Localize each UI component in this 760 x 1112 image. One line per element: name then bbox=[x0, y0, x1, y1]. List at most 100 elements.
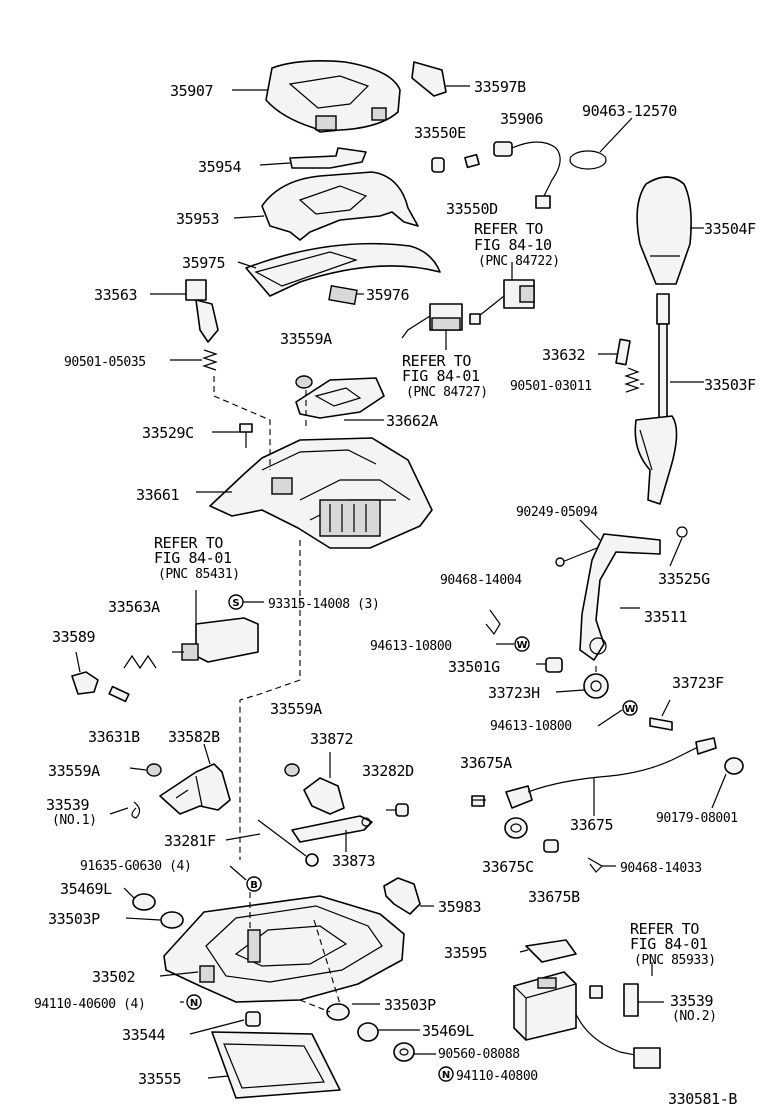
part-33589-drawing bbox=[71, 651, 99, 695]
label-94613-10800-a: 94613-10800 bbox=[370, 639, 452, 654]
label-90463-12570: 90463-12570 bbox=[582, 102, 677, 120]
label-33550d: 33550D bbox=[446, 200, 498, 218]
label-35906: 35906 bbox=[500, 110, 544, 128]
label-33559a-left: 33559A bbox=[48, 762, 100, 780]
part-90560-08088-drawing bbox=[393, 1042, 415, 1062]
label-33675b: 33675B bbox=[528, 888, 580, 906]
part-90501-03011-drawing bbox=[624, 367, 640, 393]
part-35954-drawing bbox=[289, 147, 367, 169]
label-93315-14008: 93315-14008 (3) bbox=[268, 597, 379, 612]
label-33582b: 33582B bbox=[168, 728, 220, 746]
part-33550d-drawing bbox=[464, 153, 480, 169]
symbol-markers: S W W B N N bbox=[186, 594, 638, 1082]
part-35906-drawing bbox=[493, 141, 561, 209]
part-33662a-drawing bbox=[295, 377, 385, 419]
n-symbol-icon bbox=[438, 1066, 454, 1082]
w-symbol-icon bbox=[514, 636, 530, 652]
label-33501g: 33501G bbox=[448, 658, 500, 676]
label-33723f: 33723F bbox=[672, 674, 724, 692]
label-33559a-mid: 33559A bbox=[270, 700, 322, 718]
label-33597b: 33597B bbox=[474, 78, 526, 96]
part-33631b-drawing bbox=[108, 685, 130, 703]
label-33675a: 33675A bbox=[460, 754, 512, 772]
ref-84727-line3: (PNC 84727) bbox=[406, 385, 488, 400]
part-33675b-drawing bbox=[543, 839, 559, 853]
label-33539-no1-sub: (NO.1) bbox=[52, 813, 97, 828]
part-33559a-mid-drawing bbox=[284, 763, 300, 777]
part-33723f-drawing bbox=[649, 699, 673, 731]
part-33501g-drawing bbox=[545, 657, 563, 673]
part-33873-drawing bbox=[291, 815, 373, 852]
part-35983-drawing bbox=[383, 877, 421, 915]
connector-drawing-1 bbox=[401, 303, 463, 350]
part-33675c-drawing bbox=[504, 817, 528, 839]
figure-id-label: 330581-B bbox=[668, 1090, 737, 1108]
label-33631b: 33631B bbox=[88, 728, 140, 746]
label-33589: 33589 bbox=[52, 628, 96, 646]
label-33873: 33873 bbox=[332, 852, 375, 870]
label-33559a-top: 33559A bbox=[280, 330, 332, 348]
label-33723h: 33723H bbox=[488, 684, 540, 702]
label-90560-08088: 90560-08088 bbox=[438, 1047, 520, 1062]
label-35953: 35953 bbox=[176, 210, 219, 228]
part-90468-14004-drawing bbox=[485, 609, 501, 636]
part-33661-drawing bbox=[196, 437, 433, 549]
part-33632-drawing bbox=[615, 338, 631, 366]
part-33595-drawing bbox=[525, 939, 577, 963]
part-33539-no2-drawing bbox=[623, 983, 639, 1017]
ref-85933-line1: REFER TO bbox=[630, 920, 699, 938]
ref-85933-line3: (PNC 85933) bbox=[634, 953, 716, 968]
assembly-dashed-lines bbox=[213, 376, 597, 1013]
part-33559a-left-drawing bbox=[146, 763, 162, 777]
part-35469l-top-drawing bbox=[132, 893, 156, 911]
label-33539-no2: 33539 bbox=[670, 992, 714, 1010]
label-33544: 33544 bbox=[122, 1026, 166, 1044]
label-91635-g0630: 91635-G0630 (4) bbox=[80, 859, 191, 874]
label-94613-10800-b: 94613-10800 bbox=[490, 719, 572, 734]
label-35954: 35954 bbox=[198, 158, 242, 176]
label-33511: 33511 bbox=[644, 608, 688, 626]
part-33582b-drawing bbox=[159, 743, 231, 815]
label-33282d: 33282D bbox=[362, 762, 414, 780]
part-33503p-top-drawing bbox=[160, 911, 184, 929]
part-33502-drawing bbox=[163, 895, 405, 1003]
label-35975: 35975 bbox=[182, 254, 225, 272]
leader-lines bbox=[109, 89, 727, 1079]
ref-84722-line2: FIG 84-10 bbox=[474, 236, 552, 254]
part-33872-drawing bbox=[303, 752, 345, 815]
part-35953-drawing bbox=[261, 171, 419, 241]
label-33555: 33555 bbox=[138, 1070, 181, 1088]
part-90501-05035-drawing bbox=[202, 349, 218, 371]
label-90179-08001: 90179-08001 bbox=[656, 811, 738, 826]
part-90468-14033-drawing bbox=[587, 857, 603, 873]
label-33675c: 33675C bbox=[482, 858, 534, 876]
part-33555-drawing bbox=[211, 1031, 341, 1099]
w-symbol-text-1: W bbox=[516, 640, 527, 651]
n-symbol-icon bbox=[186, 994, 202, 1010]
ref-85431-line1: REFER TO bbox=[154, 534, 223, 552]
part-33675-cable-drawing bbox=[471, 737, 717, 816]
part-33563a-spring-drawing bbox=[123, 654, 157, 670]
n-symbol-text-2: N bbox=[442, 1070, 450, 1081]
label-35983: 35983 bbox=[438, 898, 481, 916]
part-33723h-drawing bbox=[583, 673, 609, 699]
part-33539-no1-drawing bbox=[131, 801, 141, 819]
label-90501-05035: 90501-05035 bbox=[64, 355, 146, 370]
label-33563: 33563 bbox=[94, 286, 137, 304]
label-33632: 33632 bbox=[542, 346, 585, 364]
label-33662a: 33662A bbox=[386, 412, 438, 430]
ref-84727-line2: FIG 84-01 bbox=[402, 367, 480, 385]
ref-85431-line3: (PNC 85431) bbox=[158, 567, 240, 582]
label-33563a: 33563A bbox=[108, 598, 160, 616]
ref-84722-line3: (PNC 84722) bbox=[478, 254, 560, 269]
part-33511-drawing bbox=[555, 526, 688, 661]
part-35976-drawing bbox=[328, 285, 358, 305]
label-94110-40800: 94110-40800 bbox=[456, 1069, 538, 1084]
label-33675: 33675 bbox=[570, 816, 613, 834]
part-labels: 35907 33597B 35906 90463-12570 33550E 35… bbox=[34, 78, 757, 1108]
part-33597b-drawing bbox=[411, 61, 470, 97]
ref-84722-line1: REFER TO bbox=[474, 220, 543, 238]
b-symbol-icon bbox=[246, 876, 262, 892]
